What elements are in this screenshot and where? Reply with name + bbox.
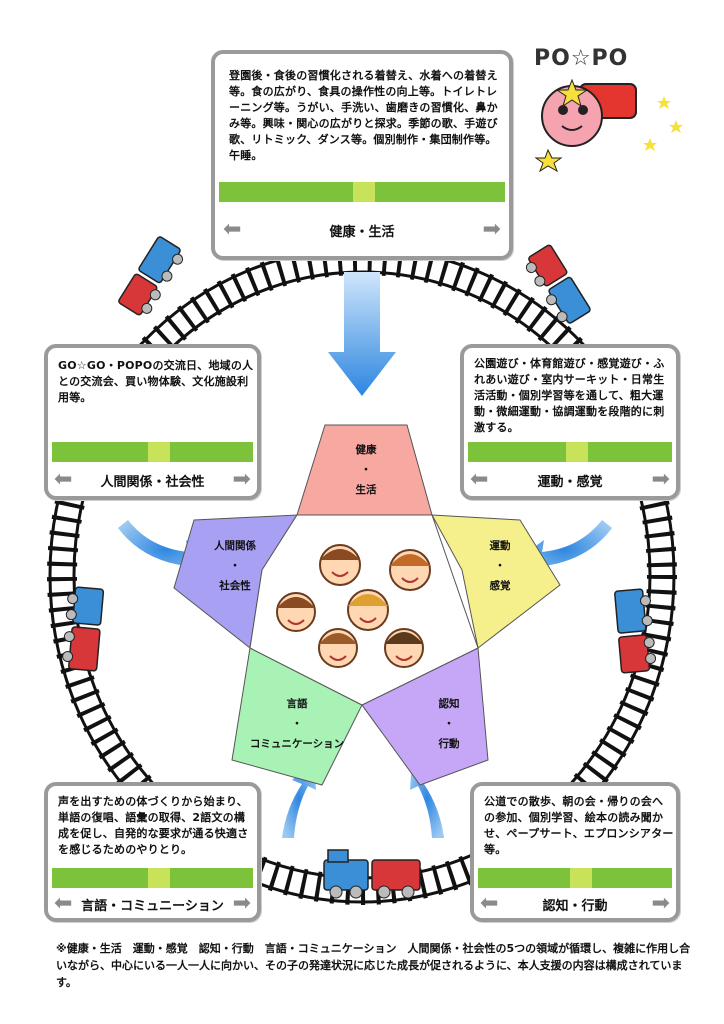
card-cognition: 公道での散歩、朝の会・帰りの会への参加、個別学習、絵本の読み聞かせ、ペープサート… (470, 782, 680, 922)
arrow-left-icon: ⬅ (54, 467, 73, 492)
grass-strip (52, 868, 253, 888)
card-health-description: 登園後・食後の習慣化される着替え、水着への着替え等。食の広がり、食具の操作性の向… (229, 69, 498, 162)
arrow-left-icon: ⬅ (470, 467, 489, 492)
card-cognition-footer: ⬅ 認知・行動 ➡ (480, 890, 670, 918)
grass-strip (478, 868, 672, 888)
card-health-title: 健康・生活 (329, 224, 395, 240)
card-social: GO☆GO・POPOの交流日、地域の人との交流会、買い物体験、文化施設利用等。 … (44, 344, 261, 500)
pentagon-label-cognition: 認知 ・ 行動 (438, 698, 460, 750)
footnote: ※健康・生活 運動・感覚 認知・行動 言語・コミュニケーション 人間関係・社会性… (56, 942, 691, 989)
card-language-description: 声を出すための体づくりから始まり、単語の復唱、語彙の取得、2語文の構成を促し、自… (58, 795, 249, 856)
card-motor-footer: ⬅ 運動・感覚 ➡ (470, 466, 670, 494)
pentagon-label-social: 人間関係 ・ 社会性 (214, 540, 256, 592)
arrow-right-icon: ➡ (651, 467, 670, 492)
card-language-footer: ⬅ 言語・コミュニーション ➡ (54, 890, 251, 918)
arrow-left-icon: ⬅ (480, 891, 499, 916)
card-social-title: 人間関係・社会性 (100, 474, 205, 490)
popo-logo: PO☆PO (534, 46, 629, 71)
children-illustration (276, 544, 431, 668)
train-top-left (118, 236, 184, 316)
arrow-left-icon: ⬅ (54, 891, 73, 916)
card-social-footer: ⬅ 人間関係・社会性 ➡ (54, 466, 251, 494)
arrow-right-icon: ➡ (232, 467, 251, 492)
arrow-right-icon: ➡ (651, 891, 670, 916)
pentagon-motor (431, 514, 561, 649)
arrow-left-icon: ⬅ (223, 217, 242, 242)
card-motor-description: 公園遊び・体育館遊び・感覚遊び・ふれあい遊び・室内サーキット・日常生活活動・個別… (474, 357, 665, 434)
flow-arrow-down (328, 272, 396, 396)
card-health-footer: ⬅ 健康・生活 ➡ (223, 216, 501, 244)
train-right (614, 588, 657, 674)
arrow-right-icon: ➡ (232, 891, 251, 916)
grass-strip (219, 182, 505, 202)
pentagon-label-motor: 運動 ・ 感覚 (489, 540, 511, 592)
card-cognition-description: 公道での散歩、朝の会・帰りの会への参加、個別学習、絵本の読み聞かせ、ペープサート… (484, 795, 674, 856)
grass-strip (468, 442, 672, 462)
card-social-description: GO☆GO・POPOの交流日、地域の人との交流会、買い物体験、文化施設利用等。 (58, 359, 254, 404)
train-bottom (323, 849, 421, 899)
card-language-title: 言語・コミュニーション (81, 898, 224, 914)
pentagon-label-health: 健康 ・ 生活 (355, 444, 377, 496)
card-cognition-title: 認知・行動 (542, 898, 608, 914)
grass-strip (52, 442, 253, 462)
pentagon-label-language: 言語 ・ コミュニケーション (249, 698, 345, 750)
card-motor-title: 運動・感覚 (537, 474, 603, 490)
train-top-right (525, 244, 591, 324)
card-language: 声を出すための体づくりから始まり、単語の復唱、語彙の取得、2語文の構成を促し、自… (44, 782, 261, 922)
popo-mascot (534, 78, 683, 173)
train-left (62, 586, 105, 672)
card-motor: 公園遊び・体育館遊び・感覚遊び・ふれあい遊び・室内サーキット・日常生活活動・個別… (460, 344, 680, 500)
arrow-right-icon: ➡ (482, 217, 501, 242)
card-health: 登園後・食後の習慣化される着替え、水着への着替え等。食の広がり、食具の操作性の向… (211, 50, 513, 260)
